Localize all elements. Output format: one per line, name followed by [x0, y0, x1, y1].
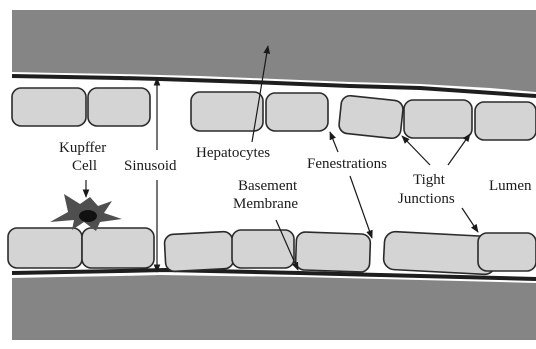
hepatocytes-label: Hepatocytes [196, 145, 270, 161]
endothelial-cell [404, 100, 472, 138]
endothelial-cell [12, 88, 86, 126]
endothelial-cell [82, 228, 154, 268]
endothelial-cell [295, 232, 370, 273]
sinusoid-label: Sinusoid [124, 158, 177, 174]
endothelial-cell [475, 102, 536, 140]
tight-junctions-label-line1: Tight [413, 172, 446, 188]
lower-endothelial-cells [8, 228, 536, 275]
kupffer-cell-label-line1: Kupffer [59, 140, 106, 156]
endothelial-cell [164, 231, 234, 272]
endothelial-cell [232, 230, 294, 268]
kupffer-cell-nucleus [79, 210, 97, 222]
endothelial-cell [88, 88, 150, 126]
endothelial-cell [8, 228, 82, 268]
endothelial-cell [478, 233, 536, 271]
tight-junctions-label-line2: Junctions [398, 191, 455, 207]
fenestrations-label: Fenestrations [307, 156, 387, 172]
endothelial-cell [266, 93, 328, 131]
lower-tissue [12, 275, 536, 340]
endothelial-cell [191, 92, 263, 131]
basement-membrane-label-line2: Membrane [233, 196, 298, 212]
basement-membrane-label-line1: Basement [238, 178, 298, 194]
lumen-label: Lumen [489, 178, 532, 194]
kupffer-cell-label-line2: Cell [72, 158, 97, 174]
endothelial-cell [338, 95, 404, 139]
